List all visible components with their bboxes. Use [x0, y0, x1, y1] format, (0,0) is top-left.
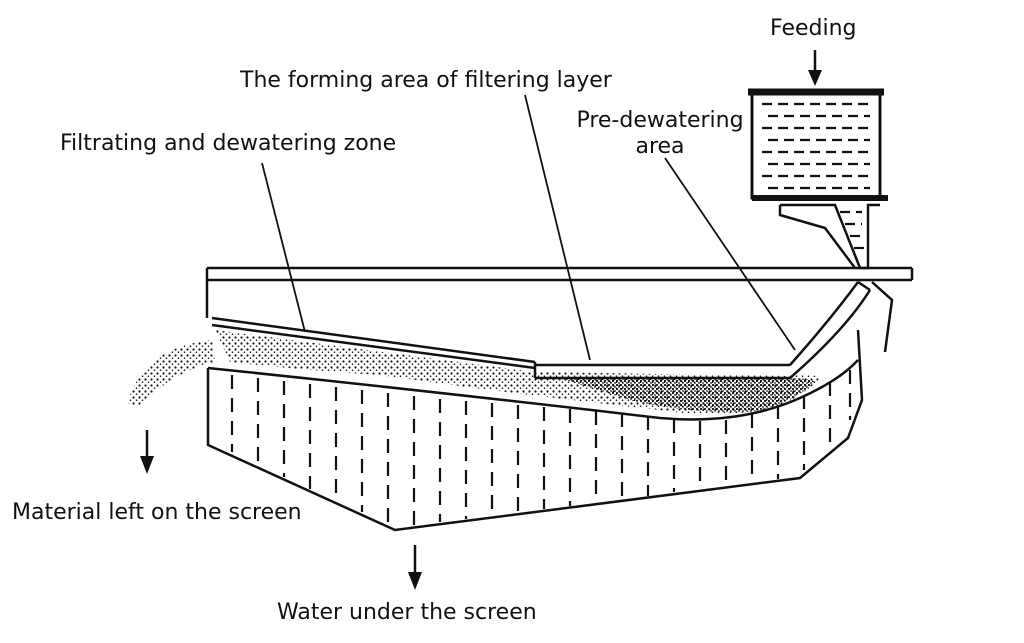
feeding-label: Feeding: [770, 16, 857, 41]
leader-lines: [261, 94, 796, 361]
forming-area-label: The forming area of filtering layer: [240, 68, 612, 93]
pre-dewatering-label-line1: Pre-dewatering: [576, 108, 744, 133]
material-left-label: Material left on the screen: [12, 500, 302, 525]
feeding-arrow-icon: [808, 50, 822, 86]
water-arrow-icon: [408, 545, 422, 590]
pre-dewatering-label-line2: area: [635, 134, 685, 159]
leader-filtrating-zone: [261, 162, 306, 333]
material-arrow-icon: [140, 430, 154, 474]
top-frame-rail: [205, 266, 914, 318]
filtrating-zone-label: Filtrating and dewatering zone: [60, 131, 397, 156]
tank-water-dashes: [230, 370, 852, 526]
water-under-label: Water under the screen: [277, 600, 537, 625]
curved-chute: [789, 280, 894, 379]
discharge-stream: [128, 340, 215, 405]
leader-pre-dewatering: [664, 157, 796, 351]
material-bed-dense: [560, 378, 815, 413]
pre-dewatering-label: Pre-dewatering area: [560, 108, 760, 160]
feed-hopper: [748, 88, 888, 270]
underflow-tank: [206, 329, 864, 532]
leader-forming-area: [524, 94, 591, 361]
